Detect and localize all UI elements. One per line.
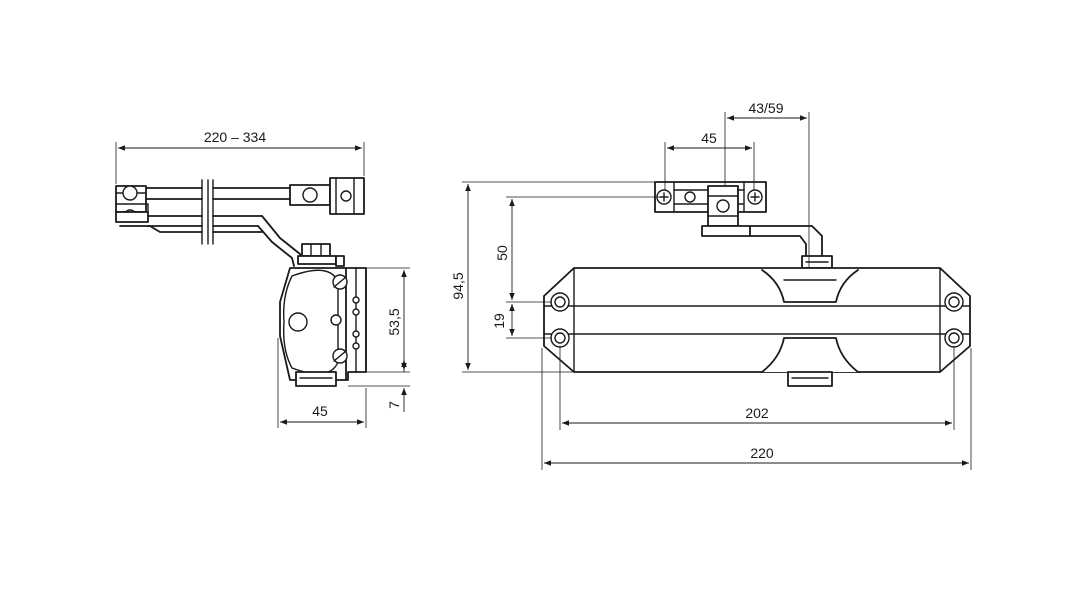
arm-offset-label: 43/59 xyxy=(748,100,783,116)
side-view-dimensions: 220 – 334 53,5 7 45 xyxy=(115,129,410,428)
arm-height-label: 50 xyxy=(494,245,510,261)
total-height-label: 94,5 xyxy=(450,272,466,299)
bottom-offset-label: 7 xyxy=(386,401,402,409)
front-view-body xyxy=(543,267,971,387)
front-view: 45 43/59 94,5 50 19 202 xyxy=(450,100,972,470)
front-view-bracket xyxy=(654,181,833,269)
hole-distance-label: 202 xyxy=(745,405,769,421)
hole-spacing-label: 19 xyxy=(491,313,507,329)
arm-length-label: 220 – 334 xyxy=(204,129,266,145)
body-depth-label: 45 xyxy=(312,403,328,419)
body-height-label: 53,5 xyxy=(386,308,402,335)
side-view: 220 – 334 53,5 7 45 xyxy=(115,129,410,428)
side-view-arm xyxy=(115,177,365,267)
front-view-dimensions: 45 43/59 94,5 50 19 202 xyxy=(450,100,972,470)
total-length-label: 220 xyxy=(750,445,774,461)
bracket-width-label: 45 xyxy=(701,130,717,146)
side-view-body xyxy=(279,267,367,387)
